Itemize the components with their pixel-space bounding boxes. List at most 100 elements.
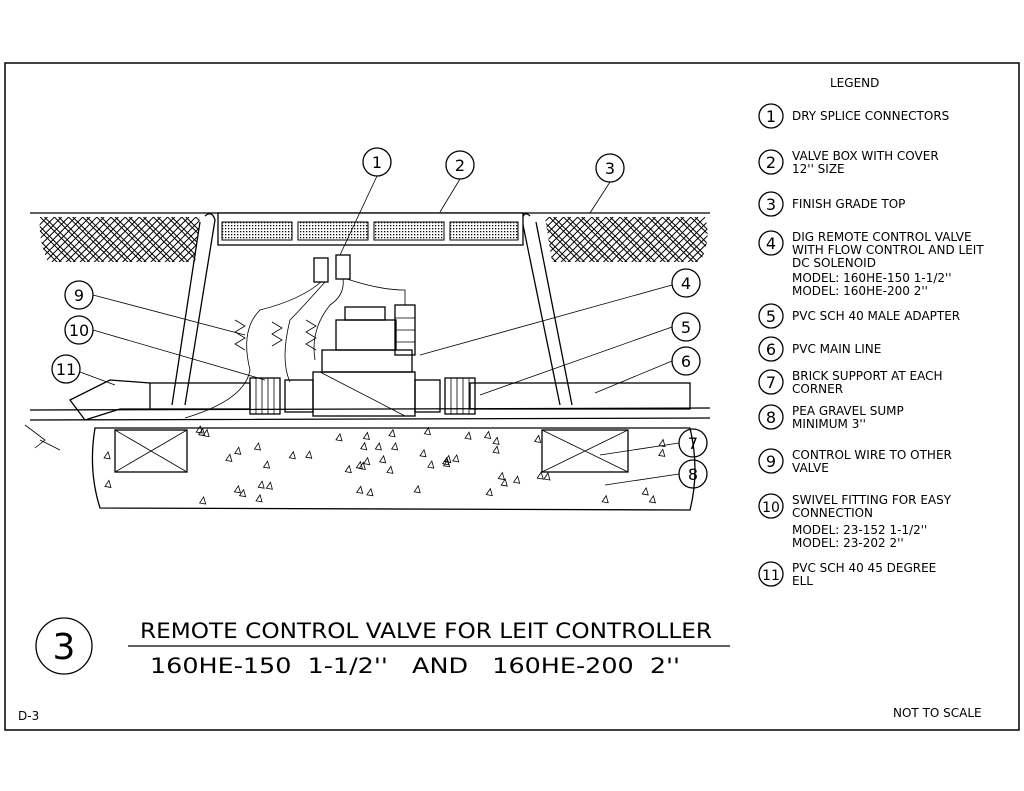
legend-text: FINISH GRADE TOP [792, 197, 905, 211]
gravel-mark [497, 471, 505, 481]
gravel-mark [388, 428, 396, 438]
legend-bubble [758, 191, 784, 217]
gravel-mark [356, 485, 364, 494]
gravel-mark [103, 450, 111, 460]
legend-item: 5 PVC SCH 40 MALE ADAPTER [758, 303, 960, 329]
legend-text: PVC SCH 40 MALE ADAPTER [792, 309, 960, 323]
legend-text: MODEL: 160HE-200 2'' [792, 284, 928, 298]
legend-bubble [758, 369, 784, 395]
callout-bubble [64, 280, 94, 310]
callout-bubble [671, 346, 701, 376]
callout-number: 4 [681, 274, 691, 293]
gravel-marks [103, 425, 666, 505]
legend-bubble [758, 303, 784, 329]
subgrade-lines [29, 407, 711, 421]
gravel-mark [305, 450, 313, 459]
valve-box-wall-left [171, 213, 216, 406]
gravel-mark [262, 460, 271, 469]
gravel-mark [386, 465, 394, 474]
gravel-mark [225, 453, 233, 462]
gravel-mark [344, 464, 352, 474]
legend-text: PVC MAIN LINE [792, 342, 881, 356]
gravel-mark [288, 450, 296, 460]
callout-number: 7 [688, 434, 698, 453]
callout-number: 8 [688, 465, 698, 484]
remote-control-valve [312, 304, 416, 417]
gravel-mark [641, 487, 649, 496]
swivel-fitting [249, 377, 314, 415]
gravel-mark [483, 430, 492, 440]
callout-number: 5 [681, 318, 691, 337]
gravel-mark [202, 428, 210, 438]
gravel-mark [238, 488, 247, 498]
legend-text: MODEL: 160HE-150 1-1/2'' [792, 271, 952, 285]
callout-number: 10 [69, 321, 89, 340]
legend-text: CONNECTION [792, 506, 873, 520]
gravel-mark [234, 446, 242, 455]
gravel-mark [419, 448, 427, 458]
gravel-mark [195, 425, 203, 434]
callout-bubble [595, 153, 625, 183]
pvc-45-ell [69, 379, 151, 421]
gravel-mark [648, 494, 656, 504]
detail-title-block: 3 REMOTE CONTROL VALVE FOR LEIT CONTROLL… [35, 617, 730, 678]
legend-number: 4 [766, 234, 776, 253]
legend-text: ELL [792, 574, 813, 588]
break-mark [24, 424, 61, 451]
cover-panel [449, 221, 519, 241]
legend-text: SWIVEL FITTING FOR EASY [792, 493, 952, 507]
gravel-mark [199, 496, 207, 505]
legend-number: 1 [766, 107, 776, 126]
gravel-mark [257, 480, 265, 489]
legend-text: PVC SCH 40 45 DEGREE [792, 561, 936, 575]
legend-bubble [758, 230, 784, 256]
legend-number: 9 [766, 452, 776, 471]
legend-bubble [758, 561, 784, 587]
legend-text: MINIMUM 3'' [792, 417, 866, 431]
detail-number-bubble [35, 617, 93, 675]
detail-number: 3 [53, 627, 76, 668]
gravel-mark [658, 438, 666, 448]
callout-number: 6 [681, 352, 691, 371]
gravel-mark [485, 487, 493, 497]
cover-panel [297, 221, 369, 241]
gravel-mark [366, 487, 374, 497]
legend-text: VALVE BOX WITH COVER [792, 149, 939, 163]
scale-note: NOT TO SCALE [893, 706, 982, 720]
callout-number: 11 [56, 360, 76, 379]
soil-right [545, 217, 708, 262]
callout-number: 9 [74, 286, 84, 305]
legend-text: MODEL: 23-152 1-1/2'' [792, 523, 927, 537]
callout-number: 3 [605, 159, 615, 178]
pea-gravel-sump [91, 427, 696, 511]
legend-number: 11 [762, 568, 780, 584]
gravel-mark [543, 472, 551, 481]
callout-bubble [51, 354, 81, 384]
legend-number: 5 [766, 307, 776, 326]
gravel-mark [197, 427, 206, 437]
brick-support-left [114, 429, 188, 473]
gravel-mark [441, 456, 450, 466]
legend-number: 10 [762, 500, 780, 516]
sheet-border [4, 62, 1020, 731]
dry-splice-connector [313, 257, 329, 283]
detail-subtitle: 160HE-150 1-1/2'' AND 160HE-200 2'' [150, 654, 680, 678]
gravel-mark [363, 456, 371, 466]
gravel-mark [255, 493, 263, 503]
legend-text: DC SOLENOID [792, 256, 876, 270]
gravel-mark [536, 471, 544, 480]
legend-number: 2 [766, 153, 776, 172]
legend-bubble [758, 336, 784, 362]
wire-coils [234, 319, 317, 351]
gravel-mark [355, 460, 363, 470]
legend-title: LEGEND [830, 76, 879, 90]
callout-number: 1 [372, 153, 382, 172]
gravel-mark [104, 479, 112, 488]
control-wire [184, 278, 406, 419]
